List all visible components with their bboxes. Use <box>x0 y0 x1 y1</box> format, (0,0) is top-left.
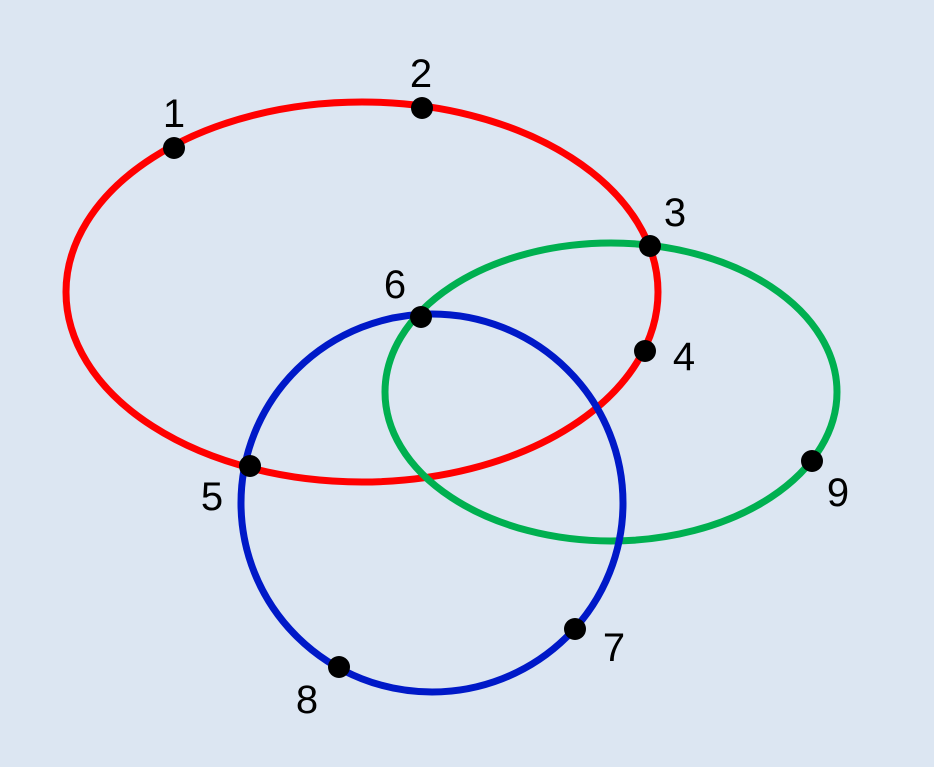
point-7-dot <box>564 618 586 640</box>
point-8-label: 8 <box>296 678 318 722</box>
red-ellipse <box>62 98 662 486</box>
point-2: 2 <box>410 52 433 119</box>
point-4: 4 <box>634 335 695 379</box>
point-3-dot <box>639 235 661 257</box>
point-9-label: 9 <box>827 471 849 515</box>
point-5-label: 5 <box>201 475 223 519</box>
point-9-dot <box>801 450 823 472</box>
point-3-label: 3 <box>664 191 686 235</box>
point-2-dot <box>411 97 433 119</box>
point-1-dot <box>163 137 185 159</box>
point-6-dot <box>410 306 432 328</box>
point-1-label: 1 <box>163 92 185 136</box>
point-6-label: 6 <box>384 263 406 307</box>
point-4-label: 4 <box>673 335 695 379</box>
point-5: 5 <box>201 455 261 519</box>
point-5-dot <box>239 455 261 477</box>
point-8-dot <box>328 656 350 678</box>
point-8: 8 <box>296 656 350 722</box>
point-7-label: 7 <box>603 626 625 670</box>
point-2-label: 2 <box>410 52 432 96</box>
point-1: 1 <box>163 92 185 159</box>
point-9: 9 <box>801 450 849 515</box>
point-3: 3 <box>639 191 686 257</box>
point-7: 7 <box>564 618 625 670</box>
point-4-dot <box>634 340 656 362</box>
green-ellipse <box>381 239 841 545</box>
point-6: 6 <box>384 263 432 328</box>
blue-ellipse <box>237 310 627 696</box>
